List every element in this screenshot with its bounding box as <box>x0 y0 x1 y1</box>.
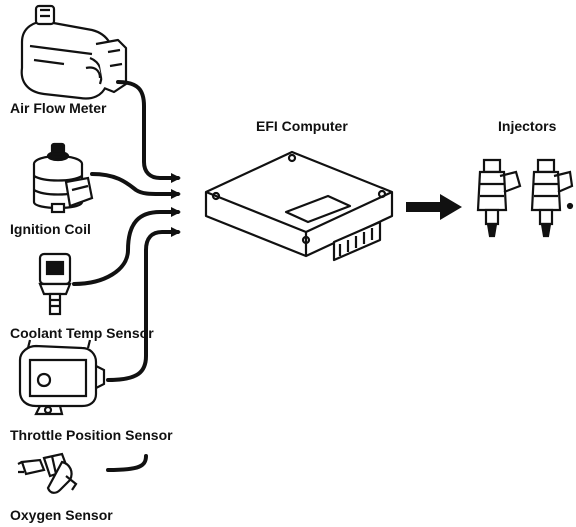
coolant-temp-sensor-label: Coolant Temp Sensor <box>10 325 154 341</box>
ignition-coil-label: Ignition Coil <box>10 221 91 237</box>
injector-icon-1 <box>476 158 522 238</box>
throttle-position-sensor-label: Throttle Position Sensor <box>10 427 173 443</box>
sensor-signal-lines <box>72 80 181 472</box>
oxygen-sensor-icon <box>17 452 78 494</box>
efi-computer-icon <box>204 150 394 262</box>
injectors-label: Injectors <box>498 118 557 134</box>
coolant-temp-sensor-icon <box>38 252 72 316</box>
ignition-coil-icon <box>32 142 94 214</box>
injector-icon-2 <box>530 158 574 238</box>
output-arrow-icon <box>406 194 462 220</box>
throttle-position-sensor-icon <box>18 339 106 416</box>
air-flow-meter-icon <box>20 4 128 100</box>
air-flow-meter-label: Air Flow Meter <box>10 100 107 116</box>
oxygen-sensor-label: Oxygen Sensor <box>10 507 113 523</box>
efi-computer-label: EFI Computer <box>256 118 348 134</box>
